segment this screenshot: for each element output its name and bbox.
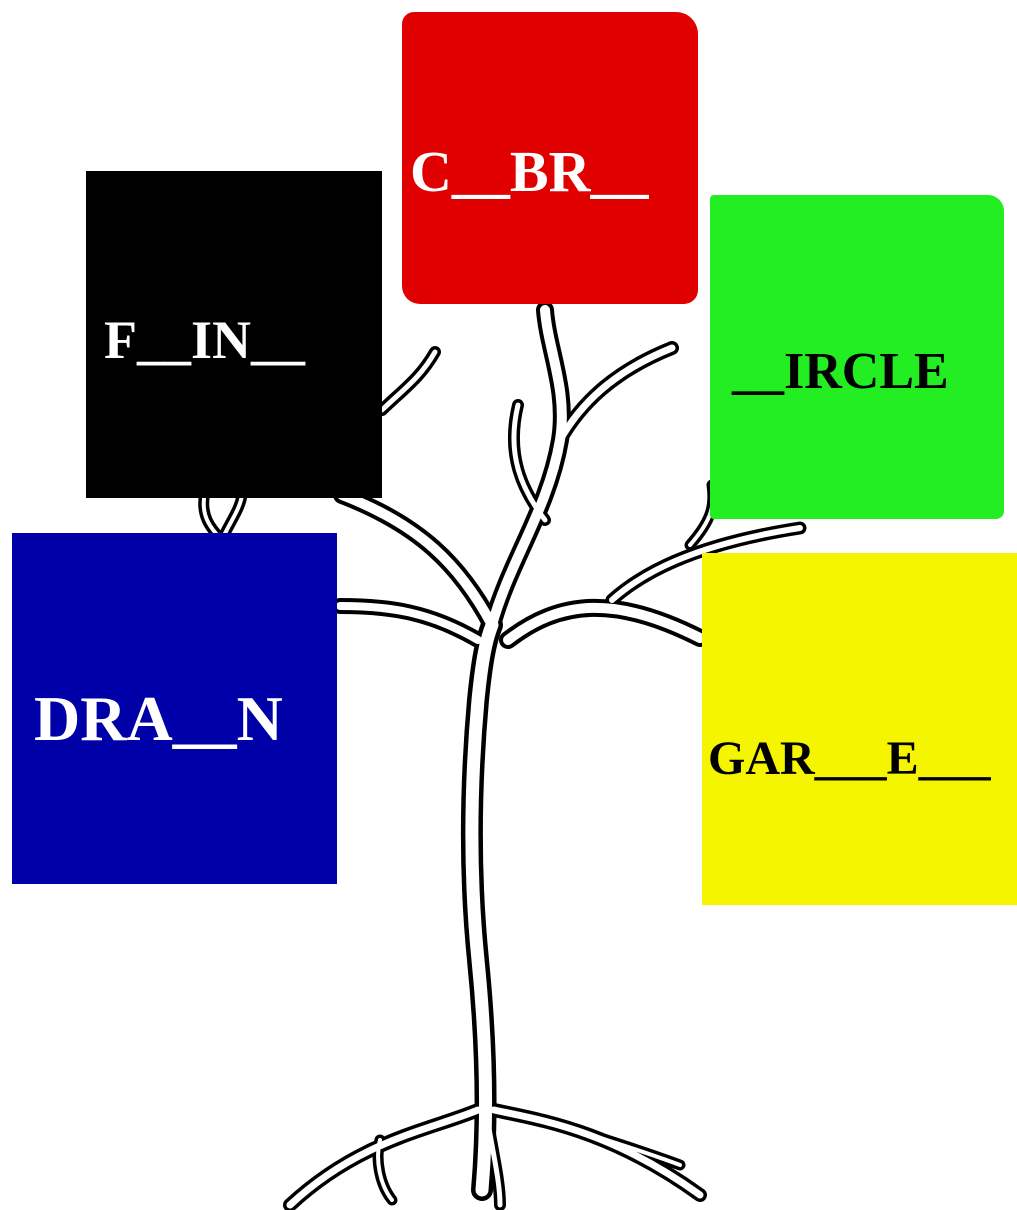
tree-branch-center-right-fill: [556, 344, 676, 444]
word-card-black: F__IN__: [86, 171, 382, 498]
tree-trunk-fill: [465, 618, 499, 1197]
word-text-red: C__BR__: [410, 139, 649, 204]
tree-root-center-fill: [483, 1107, 503, 1208]
word-card-blue: DRA__N: [12, 533, 337, 884]
tree-root-left-twig-fill: [376, 1138, 394, 1202]
word-card-green: __IRCLE: [710, 195, 1004, 519]
word-text-blue: DRA__N: [34, 683, 283, 754]
tree-twig-center-left-fill: [511, 402, 548, 523]
word-text-black: F__IN__: [104, 310, 305, 370]
tree-root-right-twig-fill: [558, 1123, 682, 1167]
tree-root-right: [487, 1103, 707, 1202]
tree-branch-right-fill: [503, 602, 705, 645]
word-card-red: C__BR__: [402, 12, 698, 304]
tree-branch-left-fill: [337, 490, 497, 630]
tree-branch-center-right: [553, 341, 679, 447]
word-text-yellow: GAR___E___: [708, 732, 991, 785]
tree-branch-center-fill: [487, 305, 567, 630]
word-card-yellow: GAR___E___: [702, 553, 1017, 905]
tree-branch-lower-left-fill: [336, 602, 482, 644]
word-text-green: __IRCLE: [732, 343, 949, 400]
tree-twig-right-upper-fill: [609, 525, 803, 603]
tree-root-left-fill: [286, 1106, 482, 1209]
tree-twig-left-upper-fill: [379, 349, 438, 413]
